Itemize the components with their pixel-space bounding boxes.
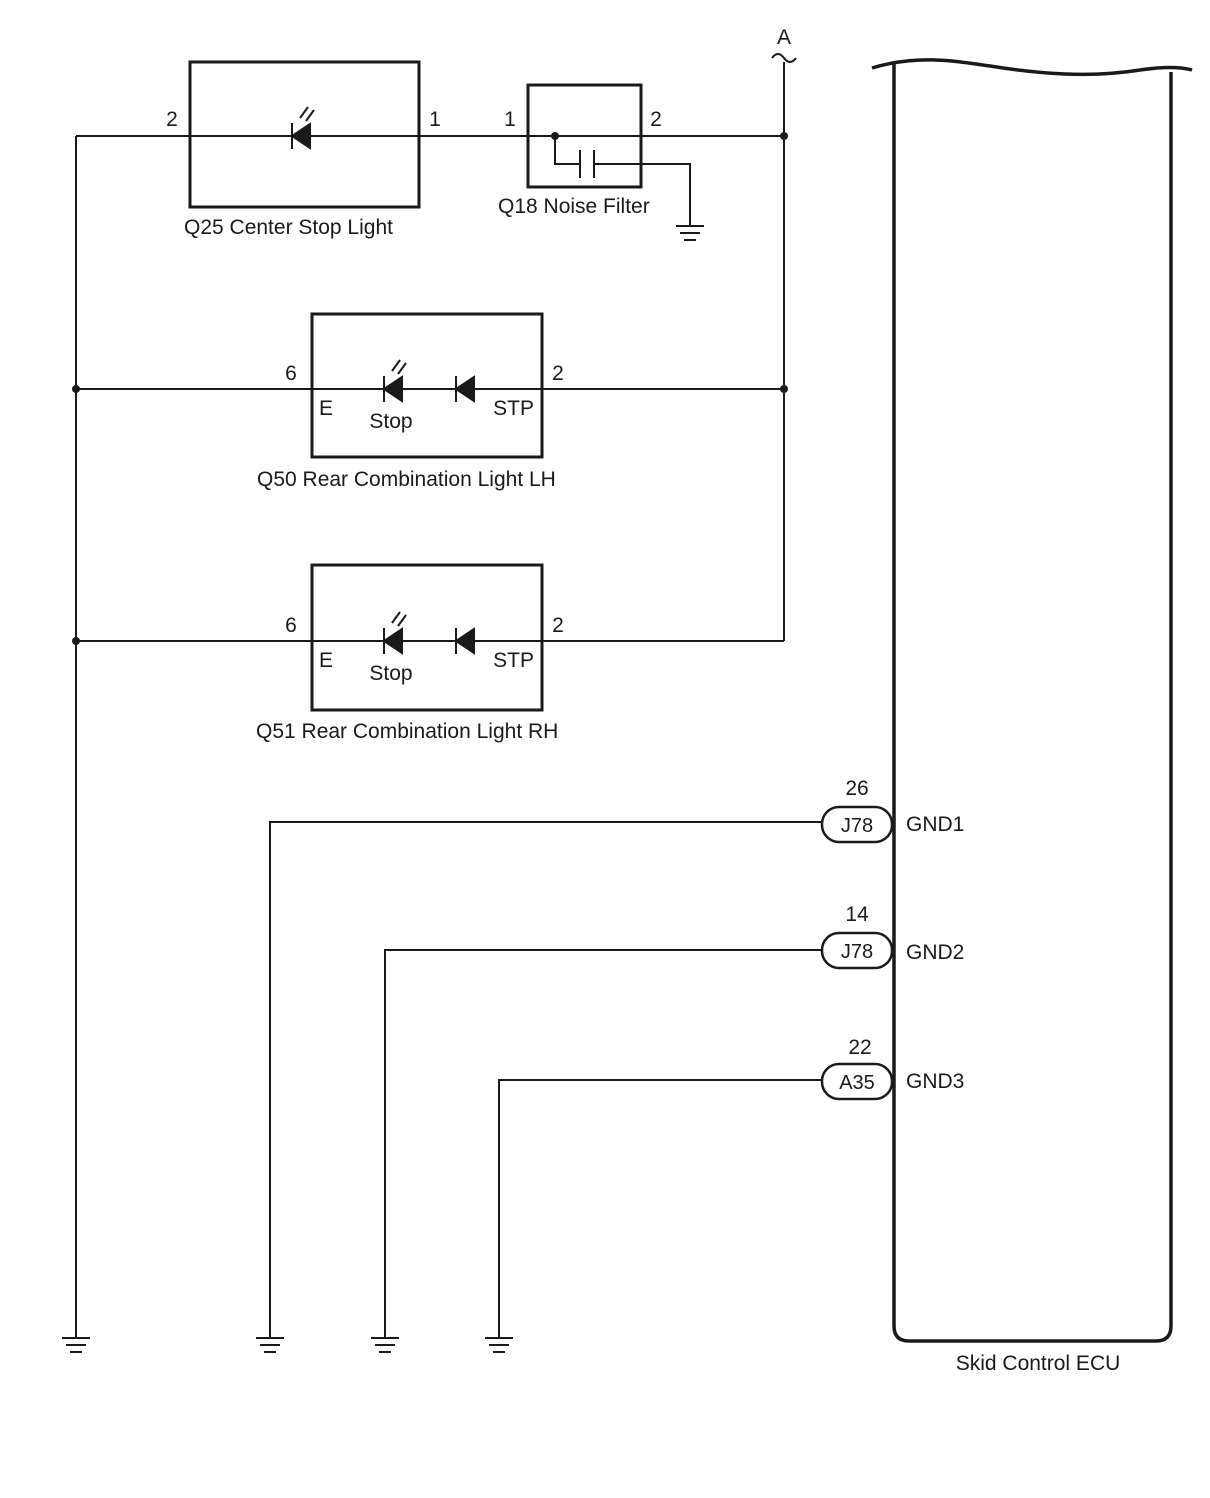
ecu-terminal-label: GND1 (906, 813, 964, 836)
ground-icon (485, 1337, 513, 1353)
ecu-outline (892, 64, 1173, 1343)
led-icon (382, 627, 403, 655)
q51-pin-right: 2 (552, 614, 564, 637)
q51-label: Q51 Rear Combination Light RH (256, 720, 558, 743)
q51-terminal-e: E (319, 649, 333, 672)
light-ray-icon (391, 359, 401, 372)
q50-pin-right: 2 (552, 362, 564, 385)
q18-label: Q18 Noise Filter (498, 195, 650, 218)
q51-pin-left: 6 (285, 614, 297, 637)
q25-pin-left: 2 (166, 108, 178, 131)
light-ray-icon (391, 611, 401, 624)
q25-center-stop-light: 2 1 Q25 Center Stop Light (76, 60, 441, 239)
light-ray-icon (397, 614, 407, 627)
ground-icon (62, 1337, 90, 1353)
ecu-ground-gnd3: A35 22 GND3 (498, 1036, 964, 1338)
q50-bulb-label: Stop (369, 410, 412, 433)
ecu-pin-number: 26 (845, 777, 868, 800)
diode-icon (454, 375, 475, 403)
q50-rear-combination-light-lh: 6 2 E STP Stop Q50 Rear Combination Ligh… (72, 312, 788, 491)
q18-pin-left: 1 (504, 108, 516, 131)
q51-bulb-label: Stop (369, 662, 412, 685)
ecu-pin-number: 22 (848, 1036, 871, 1059)
bus-a-junction-dot (780, 132, 788, 140)
q51-rear-combination-light-rh: 6 2 E STP Stop Q51 Rear Combination Ligh… (72, 563, 784, 743)
connector-a35 (820, 1062, 894, 1101)
q18-noise-filter: 1 2 Q18 Noise Filter (498, 83, 784, 241)
ground-icon (676, 225, 704, 241)
q25-pin-right: 1 (429, 108, 441, 131)
connector-label: J78 (841, 941, 873, 963)
ecu-pin-number: 14 (845, 903, 869, 926)
q50-label: Q50 Rear Combination Light LH (257, 468, 556, 491)
ecu-ground-gnd1: J78 26 GND1 (269, 777, 964, 1338)
light-ray-icon (299, 106, 309, 119)
net-a-break-symbol (771, 53, 797, 63)
q25-label: Q25 Center Stop Light (184, 216, 393, 239)
q51-terminal-stp: STP (493, 649, 534, 672)
ecu-break-line (871, 58, 1193, 77)
diode-icon (454, 627, 475, 655)
led-icon (290, 122, 311, 150)
light-ray-icon (397, 362, 407, 375)
ecu-terminal-label: GND2 (906, 941, 964, 964)
gnd1-wire (269, 821, 822, 1338)
gnd3-wire (498, 1079, 822, 1338)
q50-terminal-stp: STP (493, 397, 534, 420)
ground-icon (371, 1337, 399, 1353)
q51-box (310, 563, 544, 712)
skid-control-ecu: Skid Control ECU (871, 58, 1193, 1375)
q50-terminal-e: E (319, 397, 333, 420)
q18-pin-right: 2 (650, 108, 662, 131)
ground-icon (256, 1337, 284, 1353)
q25-box (188, 60, 421, 209)
ecu-terminal-label: GND3 (906, 1070, 964, 1093)
ecu-label: Skid Control ECU (956, 1352, 1121, 1375)
connector-j78 (820, 931, 894, 970)
connector-j78 (820, 805, 894, 844)
connector-label: J78 (841, 815, 873, 837)
q18-ground-wire (594, 163, 691, 226)
light-ray-icon (305, 109, 315, 122)
net-label-a: A (777, 26, 791, 49)
gnd2-wire (384, 949, 822, 1338)
led-icon (382, 375, 403, 403)
ecu-ground-gnd2: J78 14 GND2 (384, 903, 964, 1338)
q50-box (310, 312, 544, 459)
q50-pin-left: 6 (285, 362, 297, 385)
q18-cap-lead (554, 136, 580, 165)
connector-label: A35 (839, 1072, 875, 1094)
